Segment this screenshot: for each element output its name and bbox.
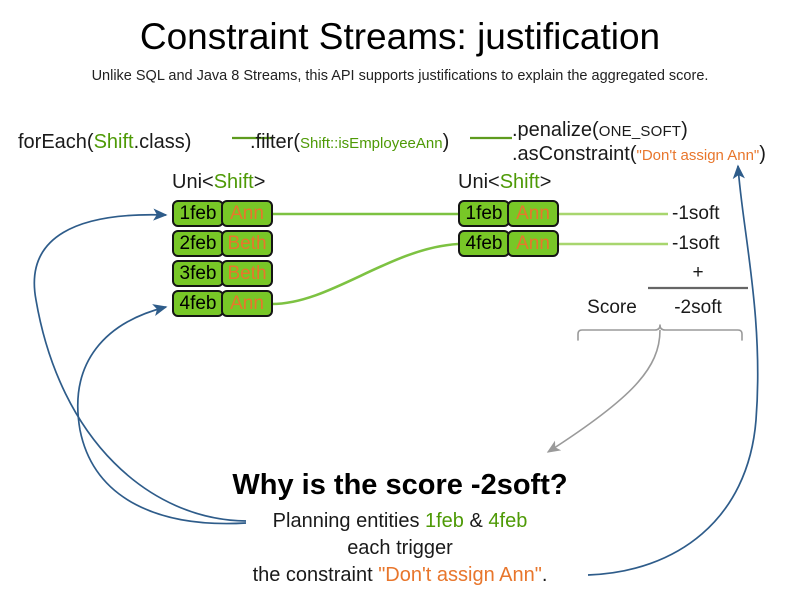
page-subtitle: Unlike SQL and Java 8 Streams, this API … — [91, 68, 709, 84]
as-constraint-name: "Don't assign Ann" — [636, 147, 760, 164]
fact-employee: Ann — [221, 290, 273, 317]
fact-employee: Ann — [221, 200, 273, 227]
foreach-tail: .class) — [133, 131, 192, 153]
justification-line1-amp: & — [463, 510, 489, 532]
code-penalize: .penalize(ONE_SOFT) — [512, 118, 688, 144]
fact-row[interactable]: 4feb Ann — [172, 290, 273, 319]
fact-date: 4feb — [172, 290, 224, 317]
fact-row[interactable]: 2feb Beth — [172, 230, 273, 259]
fact-employee: Ann — [507, 200, 559, 227]
filter-method: .filter( — [250, 131, 300, 153]
foreach-type: Shift — [93, 131, 134, 153]
foreach-method: forEach( — [18, 131, 94, 153]
source-label-type: Shift — [213, 171, 254, 193]
fact-date: 1feb — [172, 200, 224, 227]
justification-line3-prefix: the constraint — [252, 564, 379, 586]
score-brace-arrow — [546, 329, 661, 453]
justification-line-entities: Planning entities 1feb & 4feb — [120, 508, 680, 534]
filter-method-ref: ::isEmployeeAnn — [330, 135, 443, 152]
justification-constraint-name: "Don't assign Ann" — [378, 564, 542, 586]
fact-row[interactable]: 4feb Ann — [458, 230, 559, 259]
penalize-level: ONE_SOFT — [598, 123, 682, 140]
justification-line-trigger: each trigger — [347, 537, 453, 559]
filtered-fact-list: 1feb Ann 4feb Ann — [458, 200, 559, 260]
justification-entity-4feb: 4feb — [488, 510, 528, 532]
justification-line3-suffix: . — [541, 564, 548, 586]
filtered-label-prefix: Uni< — [458, 171, 500, 193]
as-constraint-method: .asConstraint( — [512, 143, 637, 165]
stream-connector-4feb — [271, 242, 459, 306]
fact-date: 3feb — [172, 260, 224, 287]
fact-employee: Beth — [221, 260, 273, 287]
fact-employee: Beth — [221, 230, 273, 257]
justification-entity-1feb: 1feb — [425, 510, 464, 532]
filtered-label-suffix: > — [539, 171, 552, 193]
fact-date: 2feb — [172, 230, 224, 257]
code-filter: .filter(Shift::isEmployeeAnn) — [250, 130, 449, 156]
penalize-tail: ) — [681, 119, 688, 141]
score-sum-operator: + — [692, 262, 704, 283]
page-title: Constraint Streams: justification — [139, 16, 661, 57]
fact-employee: Ann — [507, 230, 559, 257]
fact-row[interactable]: 3feb Beth — [172, 260, 273, 289]
source-label-suffix: > — [253, 171, 266, 193]
filtered-stream-label: Uni<Shift> — [458, 170, 551, 194]
filtered-label-type: Shift — [499, 171, 540, 193]
fact-date: 1feb — [458, 200, 510, 227]
source-label-prefix: Uni< — [172, 171, 214, 193]
score-total: -2soft — [674, 297, 722, 318]
fact-date: 4feb — [458, 230, 510, 257]
justification-heading: Why is the score -2soft? — [232, 469, 568, 501]
filter-ref-type: Shift — [300, 135, 331, 152]
source-stream-label: Uni<Shift> — [172, 170, 265, 194]
source-fact-list: 1feb Ann 2feb Beth 3feb Beth 4feb Ann — [172, 200, 273, 320]
as-constraint-tail: ) — [759, 143, 766, 165]
score-brace — [577, 324, 743, 341]
fact-row[interactable]: 1feb Ann — [172, 200, 273, 229]
penalize-method: .penalize( — [512, 119, 599, 141]
filter-tail: ) — [442, 131, 450, 153]
score-impact: -1soft — [672, 203, 720, 224]
justification-line1-prefix: Planning entities — [272, 510, 425, 532]
score-impact: -1soft — [672, 233, 720, 254]
fact-row[interactable]: 1feb Ann — [458, 200, 559, 229]
justification-line-constraint: the constraint "Don't assign Ann". — [120, 562, 680, 588]
score-label: Score — [587, 297, 637, 318]
code-foreach: forEach(Shift.class) — [18, 130, 191, 154]
code-as-constraint: .asConstraint("Don't assign Ann") — [512, 142, 766, 168]
